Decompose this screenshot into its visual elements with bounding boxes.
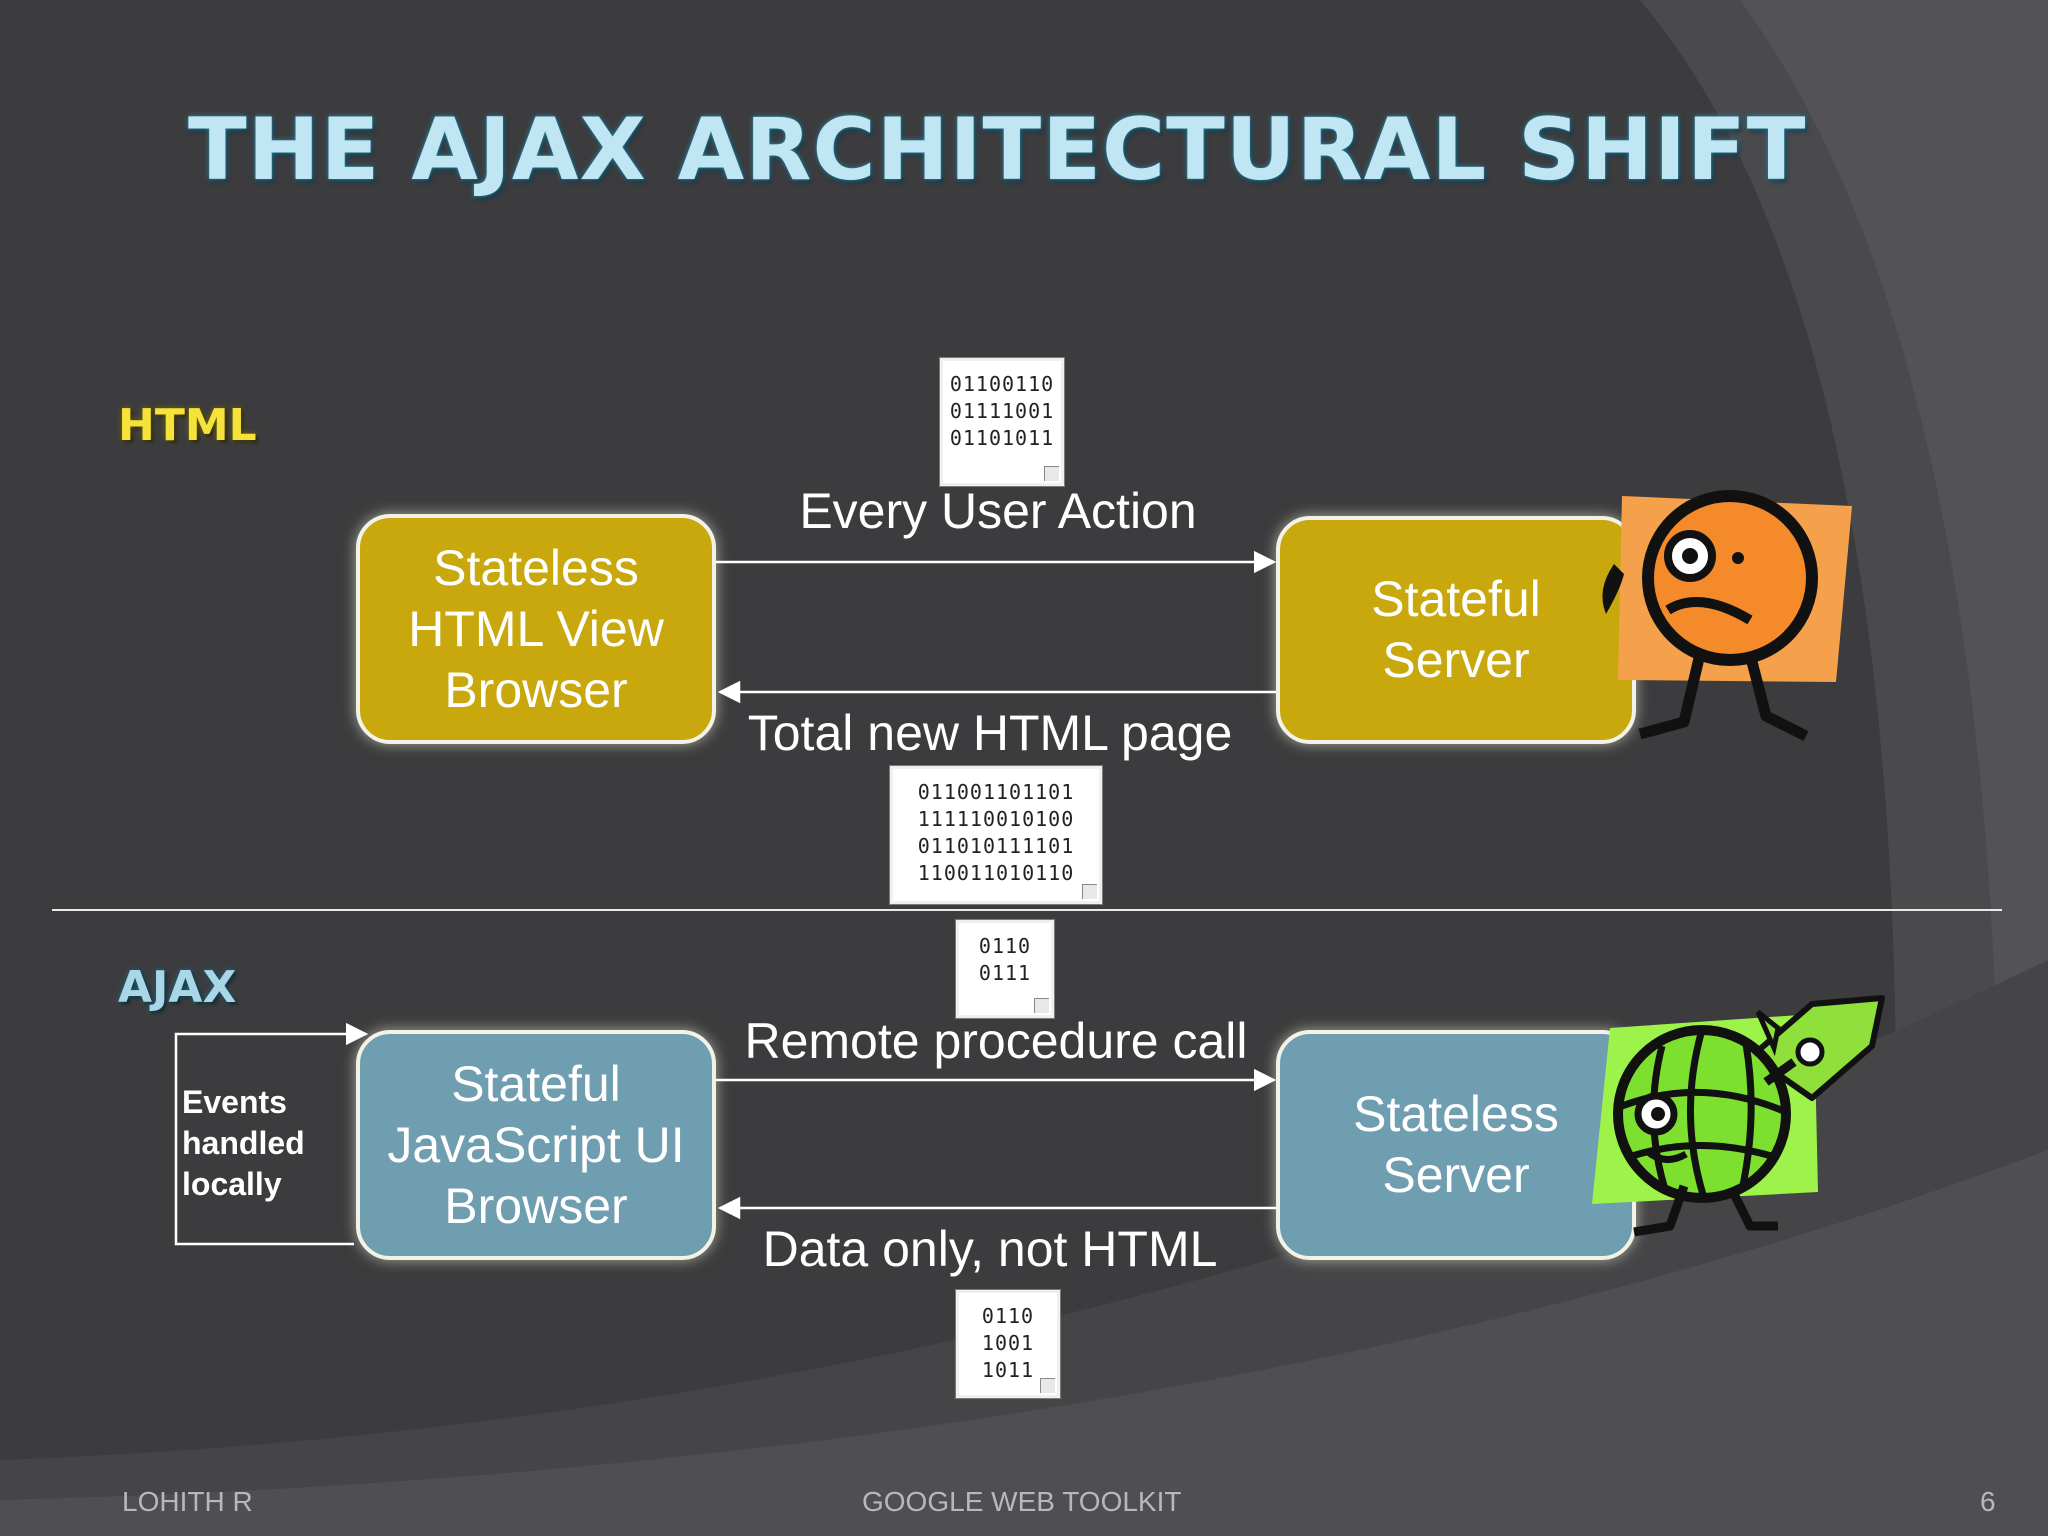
doc-line: 1001 xyxy=(981,1331,1035,1355)
doc-line: 0110 xyxy=(981,1304,1035,1328)
events-loop-arrow xyxy=(174,1022,369,1246)
ajax-response-label: Data only, not HTML xyxy=(762,1221,1218,1277)
worried-character-icon xyxy=(1602,490,1852,741)
box-line: JavaScript UI xyxy=(387,1116,685,1173)
html-response-data-icon: 011001101101 111110010100 011010111101 1… xyxy=(889,765,1103,905)
ajax-response-data-icon: 0110 1001 1011 xyxy=(955,1289,1061,1399)
box-line: HTML View xyxy=(408,600,664,657)
doc-line: 01101011 xyxy=(949,426,1055,450)
stateless-server-box: Stateless Server xyxy=(1276,1030,1636,1260)
html-response-label: Total new HTML page xyxy=(747,705,1233,761)
box-line: Stateless xyxy=(433,539,639,596)
footer-author: LOHITH R xyxy=(122,1486,253,1517)
box-line: Stateful xyxy=(451,1055,621,1112)
box-line: Stateless xyxy=(1353,1086,1559,1142)
stateless-html-browser-box: Stateless HTML View Browser xyxy=(356,514,716,744)
doc-line: 011010111101 xyxy=(917,834,1075,858)
box-line: Stateful xyxy=(1371,571,1541,627)
footer-topic: GOOGLE WEB TOOLKIT xyxy=(862,1486,1182,1517)
doc-line: 01111001 xyxy=(949,399,1055,423)
stateful-javascript-browser-box: Stateful JavaScript UI Browser xyxy=(356,1030,716,1260)
html-request-label: Every User Action xyxy=(799,483,1197,539)
doc-line: 011001101101 xyxy=(917,780,1075,804)
slide-title: THE AJAX ARCHITECTURAL SHIFT xyxy=(188,100,1807,200)
doc-line: 110011010110 xyxy=(917,861,1075,885)
ajax-section-label: AJAX xyxy=(118,962,237,1013)
box-line: Browser xyxy=(444,1177,628,1234)
html-section-label: HTML xyxy=(118,400,257,451)
doc-line: 111110010100 xyxy=(917,807,1075,831)
page-number: 6 xyxy=(1980,1486,1996,1517)
box-line: Server xyxy=(1382,1147,1530,1203)
note-line: locally xyxy=(182,1166,282,1202)
box-line: Browser xyxy=(444,661,628,718)
doc-line: 01100110 xyxy=(949,372,1055,396)
doc-line: 0110 xyxy=(978,934,1032,958)
ajax-request-data-icon: 0110 0111 xyxy=(955,919,1055,1019)
box-line: Server xyxy=(1382,632,1530,688)
doc-line: 0111 xyxy=(978,961,1032,985)
note-line: Events xyxy=(182,1084,287,1120)
happy-globe-rocket-icon xyxy=(1592,995,1885,1237)
doc-line: 1011 xyxy=(981,1358,1035,1382)
note-line: handled xyxy=(182,1125,305,1161)
events-handled-locally-note: Events handled locally xyxy=(182,1082,332,1205)
ajax-request-label: Remote procedure call xyxy=(744,1013,1248,1069)
html-request-data-icon: 01100110 01111001 01101011 xyxy=(939,357,1065,487)
